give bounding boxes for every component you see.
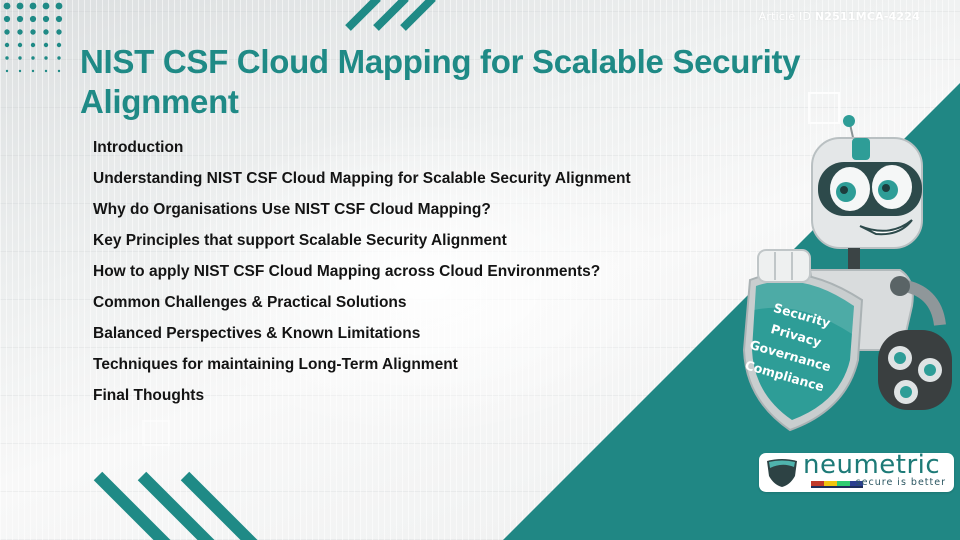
article-id-label: Article ID <box>758 10 812 23</box>
neumetric-logo[interactable]: neumetric secure is better <box>759 450 954 492</box>
shield-logo-icon <box>767 459 797 487</box>
square-outline-decoration <box>142 420 170 446</box>
logo-color-bar <box>811 481 863 486</box>
top-diagonal-stripes <box>345 0 436 31</box>
dot-grid-decoration <box>3 2 63 73</box>
background-glow <box>160 120 680 440</box>
toc-item-why-organisations[interactable]: Why do Organisations Use NIST CSF Cloud … <box>93 201 491 218</box>
toc-item-understanding[interactable]: Understanding NIST CSF Cloud Mapping for… <box>93 170 631 187</box>
robot-mascot-illustration <box>742 115 952 432</box>
toc-item-balanced-perspectives[interactable]: Balanced Perspectives & Known Limitation… <box>93 325 421 342</box>
toc-item-how-to-apply[interactable]: How to apply NIST CSF Cloud Mapping acro… <box>93 263 601 280</box>
article-id: Article ID N2511MCA-4224 <box>759 10 920 23</box>
toc-item-introduction[interactable]: Introduction <box>93 139 184 156</box>
bottom-diagonal-stripes <box>93 471 258 540</box>
square-outline-decoration <box>808 92 840 124</box>
logo-tagline: secure is better <box>855 477 946 488</box>
toc-item-common-challenges[interactable]: Common Challenges & Practical Solutions <box>93 294 407 311</box>
toc-item-key-principles[interactable]: Key Principles that support Scalable Sec… <box>93 232 507 249</box>
table-of-contents: Introduction Understanding NIST CSF Clou… <box>93 136 631 415</box>
toc-item-final-thoughts[interactable]: Final Thoughts <box>93 387 205 404</box>
toc-item-techniques[interactable]: Techniques for maintaining Long-Term Ali… <box>93 356 458 373</box>
article-id-value: N2511MCA-4224 <box>814 10 920 23</box>
logo-brand: neumetric <box>803 450 941 480</box>
page-title: NIST CSF Cloud Mapping for Scalable Secu… <box>80 43 801 120</box>
logo-color-bar-underline <box>811 486 863 488</box>
